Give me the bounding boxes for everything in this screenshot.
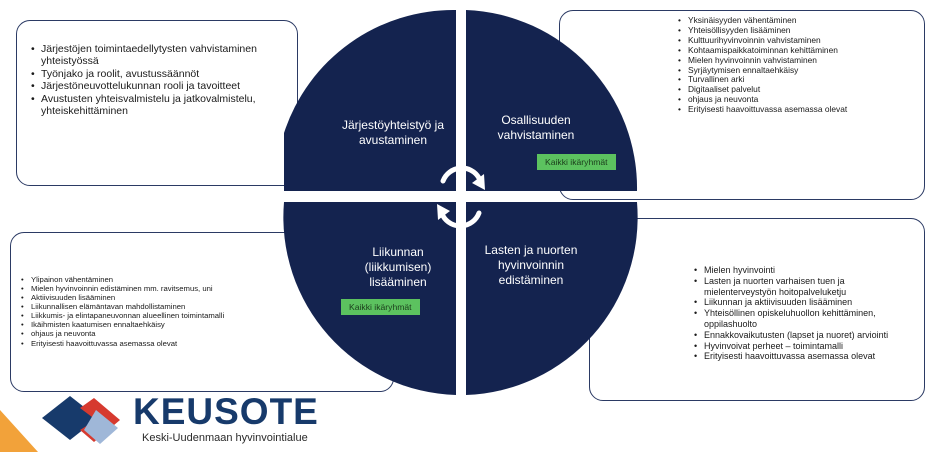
age-group-tag-bottom-left: Kaikki ikäryhmät <box>341 299 420 316</box>
logo-orange-shape <box>0 410 38 452</box>
list-bottom-left: Ylipainon vähentäminen Mielen hyvinvoinn… <box>21 275 385 348</box>
list-top-right: Yksinäisyyden vähentäminen Yhteisöllisyy… <box>678 15 916 115</box>
list-item: Syrjäytymisen ennaltaehkäisy <box>678 65 916 76</box>
list-item: Työnjako ja roolit, avustussäännöt <box>31 68 285 81</box>
list-top-left: Järjestöjen toimintaedellytysten vahvist… <box>31 43 285 117</box>
list-item: Turvallinen arki <box>678 75 916 86</box>
list-item: Yhteisöllisyyden lisääminen <box>678 25 916 36</box>
list-item: Yhteisöllinen opiskeluhuollon kehittämin… <box>694 308 918 330</box>
list-item: Aktiivisuuden lisääminen <box>21 293 385 302</box>
list-item: ohjaus ja neuvonta <box>678 94 916 105</box>
list-item: Hyvinvoivat perheet – toimintamalli <box>694 341 918 352</box>
list-item: Ennakkovaikutusten (lapset ja nuoret) ar… <box>694 330 918 341</box>
list-item: Kulttuurihyvinvoinnin vahvistaminen <box>678 35 916 46</box>
quadrant-top-right <box>466 10 638 191</box>
list-item: Järjestöjen toimintaedellytysten vahvist… <box>31 43 285 68</box>
list-item: Mielen hyvinvoinnin edistäminen mm. ravi… <box>21 284 385 293</box>
quadrant-bottom-left <box>283 202 456 395</box>
list-item: Erityisesti haavoittuvassa asemassa olev… <box>694 351 918 362</box>
list-item: Avustusten yhteisvalmistelu ja jatkovalm… <box>31 93 285 118</box>
list-item: Mielen hyvinvointi <box>694 265 918 276</box>
quadrant-label-top-right: Osallisuuden vahvistaminen <box>497 113 575 142</box>
quadrant-label-bottom-left: Liikunnan (liikkumisen) lisääminen <box>364 245 432 289</box>
list-item: Ikäihmisten kaatumisen ennaltaehkäisy <box>21 320 385 329</box>
list-item: Yksinäisyyden vähentäminen <box>678 15 916 26</box>
list-item: Liikunnallisen elämäntavan mahdollistami… <box>21 302 385 311</box>
list-item: Ylipainon vähentäminen <box>21 275 385 284</box>
arrow-heads <box>437 174 485 220</box>
quadrant-bottom-right <box>466 202 638 395</box>
list-item: Mielen hyvinvoinnin vahvistaminen <box>678 55 916 66</box>
list-item: Liikunnan ja aktiivisuuden lisääminen <box>694 297 918 308</box>
quadrant-top-left <box>284 9 456 192</box>
list-item: Erityisesti haavoittuvassa asemassa olev… <box>678 104 916 115</box>
quadrant-label-top-left: Järjestöyhteistyö ja avustaminen <box>341 118 445 147</box>
list-item: Järjestöneuvottelukunnan rooli ja tavoit… <box>31 80 285 93</box>
keusote-logo <box>0 396 120 452</box>
age-group-tag-top-right: Kaikki ikäryhmät <box>537 154 616 171</box>
cycle-arrows-icon <box>440 165 482 229</box>
list-item: Liikkumis- ja elintapaneuvonnan alueelli… <box>21 311 385 320</box>
logo-subtitle: Keski-Uudenmaan hyvinvointialue <box>142 432 308 444</box>
list-item: Digitaaliset palvelut <box>678 84 916 95</box>
callout-box-bottom-right: Mielen hyvinvointi Lasten ja nuorten var… <box>589 218 925 401</box>
list-bottom-right: Mielen hyvinvointi Lasten ja nuorten var… <box>694 265 918 362</box>
list-item: Lasten ja nuorten varhaisen tuen ja miel… <box>694 276 918 298</box>
list-item: ohjaus ja neuvonta <box>21 329 385 338</box>
logo-diamond-light <box>84 410 118 444</box>
callout-box-top-left: Järjestöjen toimintaedellytysten vahvist… <box>16 20 298 186</box>
quadrant-label-bottom-right: Lasten ja nuorten hyvinvoinnin edistämin… <box>484 243 578 287</box>
list-item: Kohtaamispaikkatoiminnan kehittäminen <box>678 45 916 56</box>
list-item: Erityisesti haavoittuvassa asemassa olev… <box>21 339 385 348</box>
logo-wordmark: KEUSOTE <box>133 391 319 432</box>
